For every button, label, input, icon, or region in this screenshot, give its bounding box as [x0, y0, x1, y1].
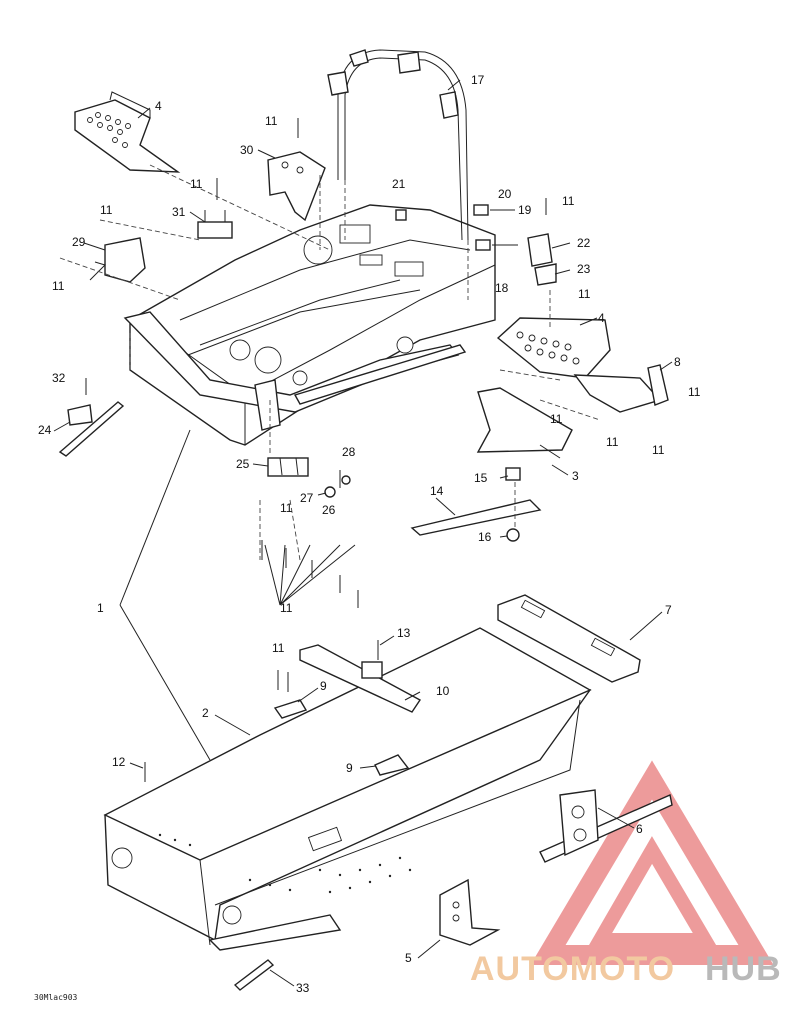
part-8: [647, 364, 669, 406]
callout-11-b: 11: [190, 177, 203, 191]
callout-17: 17: [471, 73, 485, 87]
callout-11-j: 11: [652, 443, 665, 457]
part-29: [89, 237, 146, 283]
callout-11-e: 11: [562, 194, 575, 208]
callout-11-l: 11: [280, 601, 293, 615]
bolt-15: [505, 467, 521, 481]
support-3: [476, 387, 573, 459]
bracket-6: [539, 789, 673, 863]
part-31: [197, 210, 233, 239]
pad-9: [273, 699, 308, 719]
callout-20: 20: [498, 187, 512, 201]
callout-10: 10: [436, 684, 450, 698]
callout-18: 18: [495, 281, 509, 295]
upper-frame-assembly: [123, 204, 496, 446]
callout-26: 26: [322, 503, 336, 517]
callout-labels: 4 17 11 30 11 31 11 29 11 21 20 19 11 22…: [38, 73, 701, 995]
diagram-code: 30Mlac903: [34, 993, 78, 1002]
pin-33: [233, 959, 275, 991]
callout-11-h: 11: [550, 412, 563, 426]
callout-16: 16: [478, 530, 492, 544]
callout-7: 7: [665, 603, 672, 617]
callout-8: 8: [674, 355, 681, 369]
callout-2: 2: [202, 706, 209, 720]
leader-1-lower: [119, 604, 211, 761]
callout-6: 6: [636, 822, 643, 836]
callout-31: 31: [172, 205, 186, 219]
part-14: [410, 499, 542, 536]
callout-21: 21: [392, 177, 406, 191]
leader-1-upper: [119, 429, 191, 606]
fasteners: [85, 118, 547, 782]
callout-22: 22: [577, 236, 591, 250]
callout-28: 28: [342, 445, 356, 459]
watermark-text-accent: HUB: [705, 950, 782, 988]
callout-30: 30: [240, 143, 254, 157]
callout-14: 14: [430, 484, 444, 498]
leader-lines: [53, 79, 673, 987]
watermark-text: AUTOMOTO HUB: [470, 950, 782, 988]
brackets-22-23: [527, 233, 557, 286]
part-25-27-26: [267, 457, 351, 498]
callout-11-i: 11: [606, 435, 619, 449]
callout-29: 29: [72, 235, 86, 249]
nut-16: [506, 528, 520, 542]
callout-9-lower: 9: [346, 761, 353, 775]
callout-11-k: 11: [280, 501, 293, 515]
callout-4-right: 4: [598, 311, 605, 325]
footrest-left: [74, 91, 181, 173]
callout-4-upper: 4: [155, 99, 162, 113]
tunnel-assembly: [103, 627, 592, 951]
callout-15: 15: [474, 471, 488, 485]
callout-19: 19: [518, 203, 532, 217]
callout-11-g: 11: [688, 385, 701, 399]
callout-33: 33: [296, 981, 310, 995]
plate-7: [497, 594, 641, 683]
callout-5: 5: [405, 951, 412, 965]
callout-3: 3: [572, 469, 579, 483]
bracket-5: [439, 878, 501, 946]
callout-11-m: 11: [272, 641, 285, 655]
bracket-30: [267, 151, 326, 222]
leader-11-group: [264, 544, 356, 606]
callout-24: 24: [38, 423, 52, 437]
callout-12: 12: [112, 755, 126, 769]
callout-27: 27: [300, 491, 314, 505]
callout-9-upper: 9: [320, 679, 327, 693]
handle-bar: [327, 49, 469, 241]
callout-23: 23: [577, 262, 591, 276]
callout-11-f: 11: [578, 287, 591, 301]
footrest-right: [496, 317, 662, 413]
callout-1: 1: [97, 601, 104, 615]
callout-25: 25: [236, 457, 250, 471]
callout-11-d: 11: [52, 279, 65, 293]
watermark-logo: [530, 760, 774, 965]
callout-11-a: 11: [265, 114, 278, 128]
bracket-10: [299, 644, 422, 713]
assembly-lines: [59, 164, 601, 561]
rod-24: [58, 401, 125, 457]
callout-11-c: 11: [100, 203, 113, 217]
watermark-text-main: AUTOMOTO: [470, 950, 675, 988]
callout-32: 32: [52, 371, 66, 385]
callout-13: 13: [397, 626, 411, 640]
